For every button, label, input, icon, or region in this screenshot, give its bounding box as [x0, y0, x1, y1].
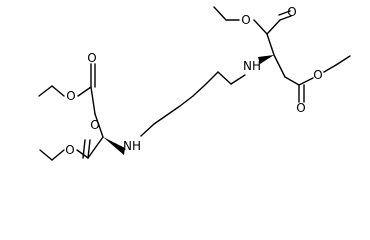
bond: [39, 149, 53, 161]
bond: [166, 105, 181, 116]
oxygen-atom: O: [66, 89, 75, 103]
bond: [179, 95, 194, 107]
oxygen-atom: O: [296, 101, 305, 115]
bond: [90, 86, 96, 115]
bond: [230, 74, 246, 85]
oxygen-atom: O: [65, 143, 74, 157]
amine-atom: NH: [123, 139, 141, 153]
oxygen-atom: O: [313, 68, 322, 82]
amine-atom: NH: [243, 59, 261, 73]
atom-labels: O O NH O O O O O O NH: [65, 5, 322, 157]
bond: [82, 139, 86, 159]
structure-diagram: O O NH O O O O O O NH: [38, 5, 351, 161]
bond: [266, 33, 275, 56]
bond: [38, 85, 53, 97]
oxygen-atom: O: [90, 118, 99, 132]
bond: [273, 54, 286, 78]
bond: [279, 15, 292, 21]
bond: [323, 64, 337, 73]
bond: [140, 123, 155, 137]
bond: [298, 77, 314, 86]
bond: [192, 83, 207, 97]
molecule-drawing: O O NH O O O O O O NH: [38, 5, 351, 161]
bond: [94, 113, 104, 138]
wedge-bond: [258, 55, 274, 64]
bond: [253, 19, 268, 35]
bond: [87, 139, 91, 159]
wedge-bond: [103, 137, 125, 155]
bond: [266, 19, 281, 35]
bond: [335, 55, 351, 66]
oxygen-atom: O: [87, 51, 96, 65]
bond: [278, 10, 291, 16]
bond: [205, 71, 219, 85]
bond: [77, 86, 92, 97]
bond: [51, 149, 65, 161]
bond: [284, 76, 300, 86]
bond: [51, 85, 65, 97]
oxygen-atom: O: [287, 5, 296, 19]
bonds: [38, 6, 351, 161]
bond: [153, 114, 168, 125]
bond: [76, 149, 89, 159]
bond: [213, 6, 227, 21]
oxygen-atom: O: [241, 13, 250, 27]
bond: [87, 136, 104, 159]
bond: [217, 71, 232, 85]
